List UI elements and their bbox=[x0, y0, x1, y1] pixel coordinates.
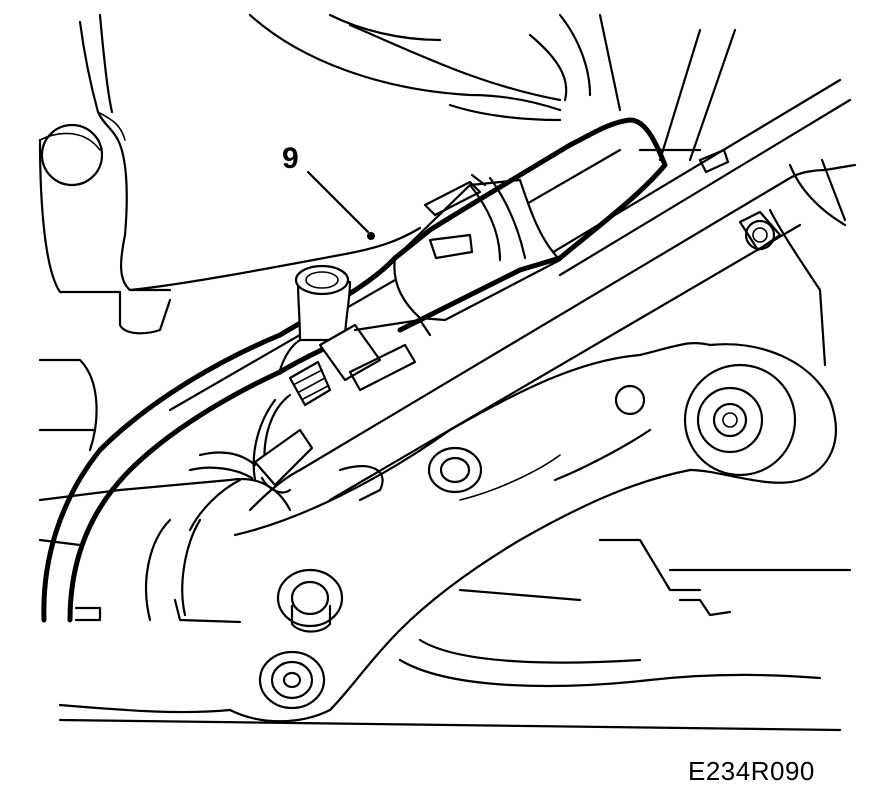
callout-9: 9 bbox=[282, 142, 375, 240]
sensor-body bbox=[393, 173, 562, 322]
electrical-plug bbox=[188, 318, 432, 532]
bolt-heads bbox=[258, 446, 483, 710]
upper-housing bbox=[38, 13, 622, 335]
frame-rail bbox=[538, 28, 852, 367]
figure-id-label: E234R090 bbox=[688, 756, 815, 786]
subframe bbox=[38, 358, 852, 624]
hose-connector bbox=[278, 264, 352, 372]
callout-number: 9 bbox=[282, 142, 299, 175]
lower-wishbone bbox=[58, 341, 842, 732]
